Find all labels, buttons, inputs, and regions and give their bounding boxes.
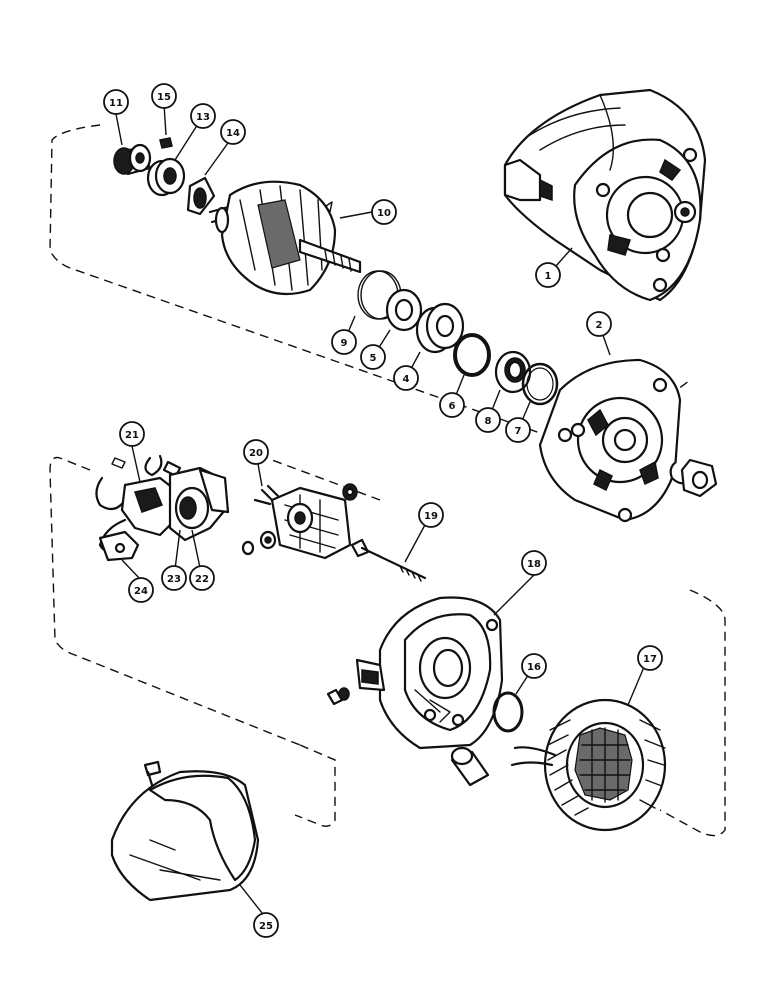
svg-text:2: 2: [596, 320, 603, 331]
callout-9: 9: [331, 329, 357, 355]
callout-17: 17: [637, 645, 663, 671]
svg-text:25: 25: [259, 921, 273, 932]
callout-7: 7: [505, 417, 531, 443]
bearing-retainer: [186, 176, 216, 216]
retainer-plate-8: [494, 350, 532, 394]
retaining-ring-7: [521, 362, 559, 406]
svg-text:5: 5: [370, 353, 377, 364]
svg-text:14: 14: [226, 128, 240, 139]
callout-22: 22: [189, 565, 215, 591]
callout-20: 20: [243, 439, 269, 465]
callout-21: 21: [119, 421, 145, 447]
callout-13: 13: [190, 103, 216, 129]
svg-text:16: 16: [527, 662, 541, 673]
spacer-tube: [450, 746, 490, 787]
callout-10: 10: [371, 199, 397, 225]
callout-15: 15: [151, 83, 177, 109]
stator-assembly: [510, 698, 667, 832]
end-cover: [110, 760, 260, 902]
retaining-clip-15: [159, 137, 173, 149]
callout-14: 14: [220, 119, 246, 145]
callout-23: 23: [161, 565, 187, 591]
callout-1: 1: [535, 262, 561, 288]
drive-end-frame-assembly: [503, 88, 707, 302]
svg-text:21: 21: [125, 430, 139, 441]
svg-text:9: 9: [341, 338, 348, 349]
svg-text:22: 22: [195, 574, 209, 585]
svg-text:17: 17: [643, 654, 657, 665]
callout-4: 4: [393, 365, 419, 391]
svg-text:4: 4: [403, 374, 410, 385]
svg-text:6: 6: [449, 401, 456, 412]
svg-text:11: 11: [109, 98, 123, 109]
callout-11: 11: [103, 89, 129, 115]
slip-ring-end-frame: [326, 596, 504, 750]
svg-text:1: 1: [545, 271, 552, 282]
brush-holder-assembly: [95, 454, 230, 562]
svg-text:13: 13: [196, 112, 210, 123]
callout-16: 16: [521, 653, 547, 679]
svg-text:10: 10: [377, 208, 391, 219]
callout-24: 24: [128, 577, 154, 603]
through-bolt: [350, 538, 427, 582]
svg-text:8: 8: [485, 416, 492, 427]
o-ring-16: [492, 691, 524, 733]
seal-ring-6: [453, 333, 491, 377]
drive-end-frame: [538, 358, 718, 523]
middle-group-outline-right: [244, 449, 726, 837]
middle-group-outline: [49, 456, 301, 746]
svg-text:18: 18: [527, 559, 541, 570]
svg-text:20: 20: [249, 448, 263, 459]
callout-6: 6: [439, 392, 465, 418]
drive-end-bearing: [415, 302, 465, 354]
callout-2: 2: [586, 311, 612, 337]
spacer-5: [385, 288, 423, 332]
callout-18: 18: [521, 550, 547, 576]
svg-text:19: 19: [424, 511, 438, 522]
leader-lines: [115, 103, 645, 919]
slip-ring-end-bearing: [146, 157, 186, 197]
svg-text:15: 15: [157, 92, 171, 103]
lower-group-outline: [294, 744, 336, 827]
callout-8: 8: [475, 407, 501, 433]
callout-5: 5: [360, 344, 386, 370]
svg-text:7: 7: [515, 426, 522, 437]
slip-ring-bearing: [113, 143, 152, 176]
rectifier-assembly: [241, 483, 358, 560]
callout-25: 25: [253, 912, 279, 938]
svg-text:24: 24: [134, 586, 148, 597]
svg-text:23: 23: [167, 574, 181, 585]
callout-19: 19: [418, 502, 444, 528]
rotor-assembly: [208, 180, 362, 296]
